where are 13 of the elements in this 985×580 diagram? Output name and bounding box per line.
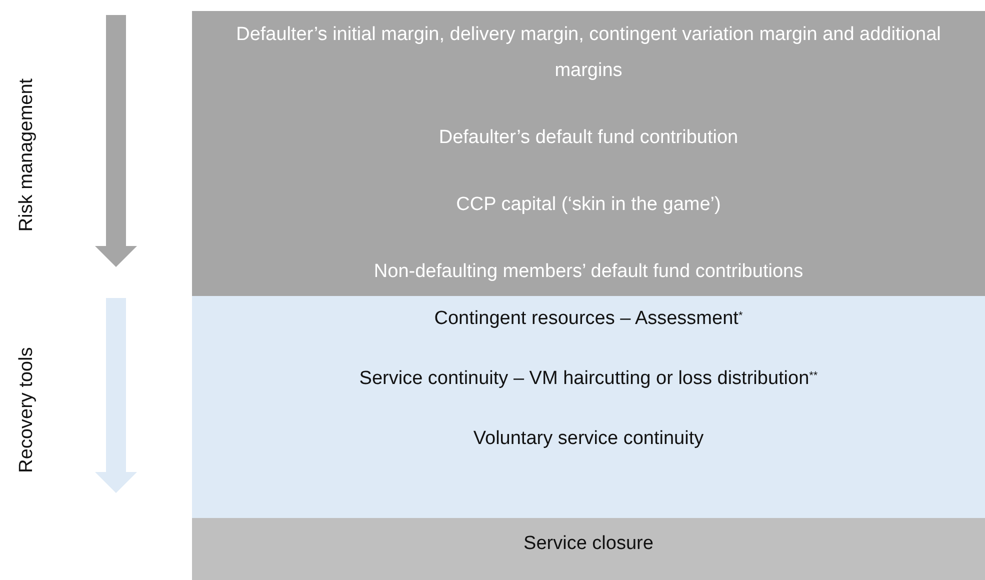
- layer-band: [192, 518, 985, 580]
- layer-text: Contingent resources – Assessment$^{*}$: [434, 307, 743, 331]
- side-label: Recovery tools: [14, 347, 38, 473]
- layer-text: Defaulter’s initial margin, delivery margin, contingent variation margin and additional margins: [235, 23, 942, 83]
- layer-text: Voluntary service continuity: [473, 427, 704, 451]
- layer-text: Service closure: [524, 532, 654, 556]
- layer-band: [192, 296, 985, 518]
- layer-text: Non-defaulting members’ default fund contributions: [374, 260, 804, 284]
- layer-text: Defaulter’s default fund contribution: [438, 126, 738, 150]
- layer-text: CCP capital (‘skin in the game’): [456, 193, 721, 217]
- layer-text: Service continuity – VM haircutting or loss distribution$^{**}$: [359, 367, 818, 391]
- side-label: Risk management: [14, 78, 38, 232]
- layer-band: [192, 11, 985, 296]
